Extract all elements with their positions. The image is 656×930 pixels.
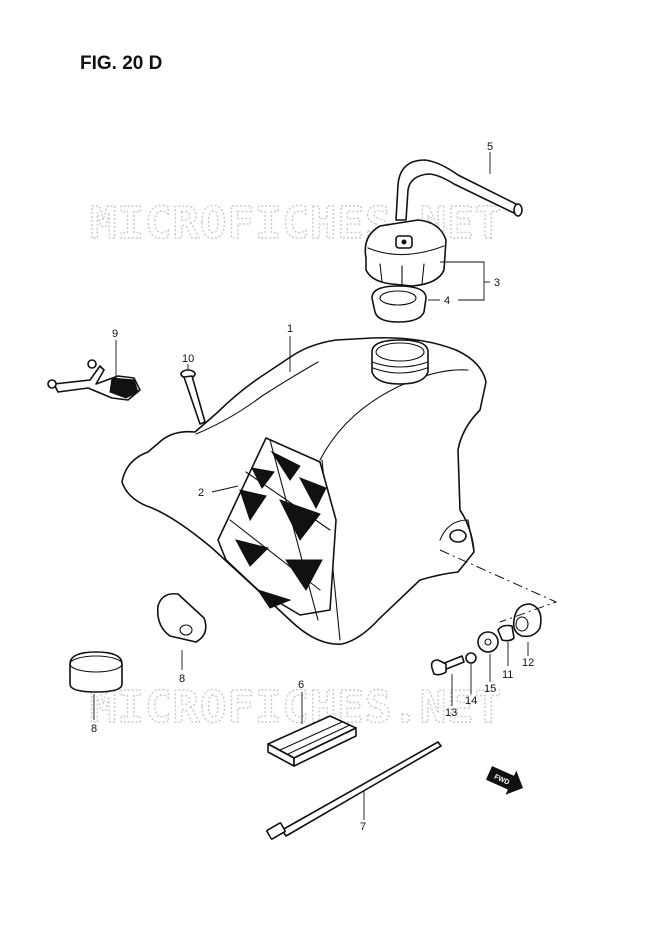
part-cushion-lower	[69, 651, 123, 693]
callout-2: 2	[198, 487, 204, 499]
part-bracket	[47, 359, 141, 401]
callout-10: 10	[182, 353, 194, 365]
watermark-bottom: MICROFICHES.NET	[90, 682, 502, 733]
callout-9: 9	[112, 328, 118, 340]
callout-14: 14	[465, 695, 477, 707]
part-cap-gasket	[371, 285, 427, 323]
part-screw	[180, 369, 206, 425]
callout-8-upper: 8	[179, 673, 185, 685]
callout-11: 11	[502, 669, 513, 681]
callout-3: 3	[494, 277, 500, 289]
fwd-arrow-icon: FWD	[485, 766, 524, 795]
part-fuel-cap	[364, 219, 447, 287]
part-sponge-strips	[267, 715, 357, 767]
callout-12: 12	[522, 657, 534, 669]
figure-title: FIG. 20 D	[80, 53, 162, 74]
assembly-line	[439, 549, 558, 623]
callout-5: 5	[487, 141, 493, 153]
callout-7: 7	[360, 821, 366, 833]
leader-lines	[93, 152, 529, 820]
callout-13: 13	[445, 707, 457, 719]
part-vent-hose	[395, 159, 523, 221]
part-mount-hardware	[430, 603, 542, 676]
callout-15: 15	[484, 683, 496, 695]
callout-8-lower: 8	[91, 723, 97, 735]
callout-4: 4	[444, 295, 450, 307]
part-cushion-upper	[156, 592, 207, 643]
callout-1: 1	[287, 323, 293, 335]
part-cable-tie	[266, 741, 442, 840]
part-decal	[217, 437, 337, 621]
callout-6: 6	[298, 679, 304, 691]
